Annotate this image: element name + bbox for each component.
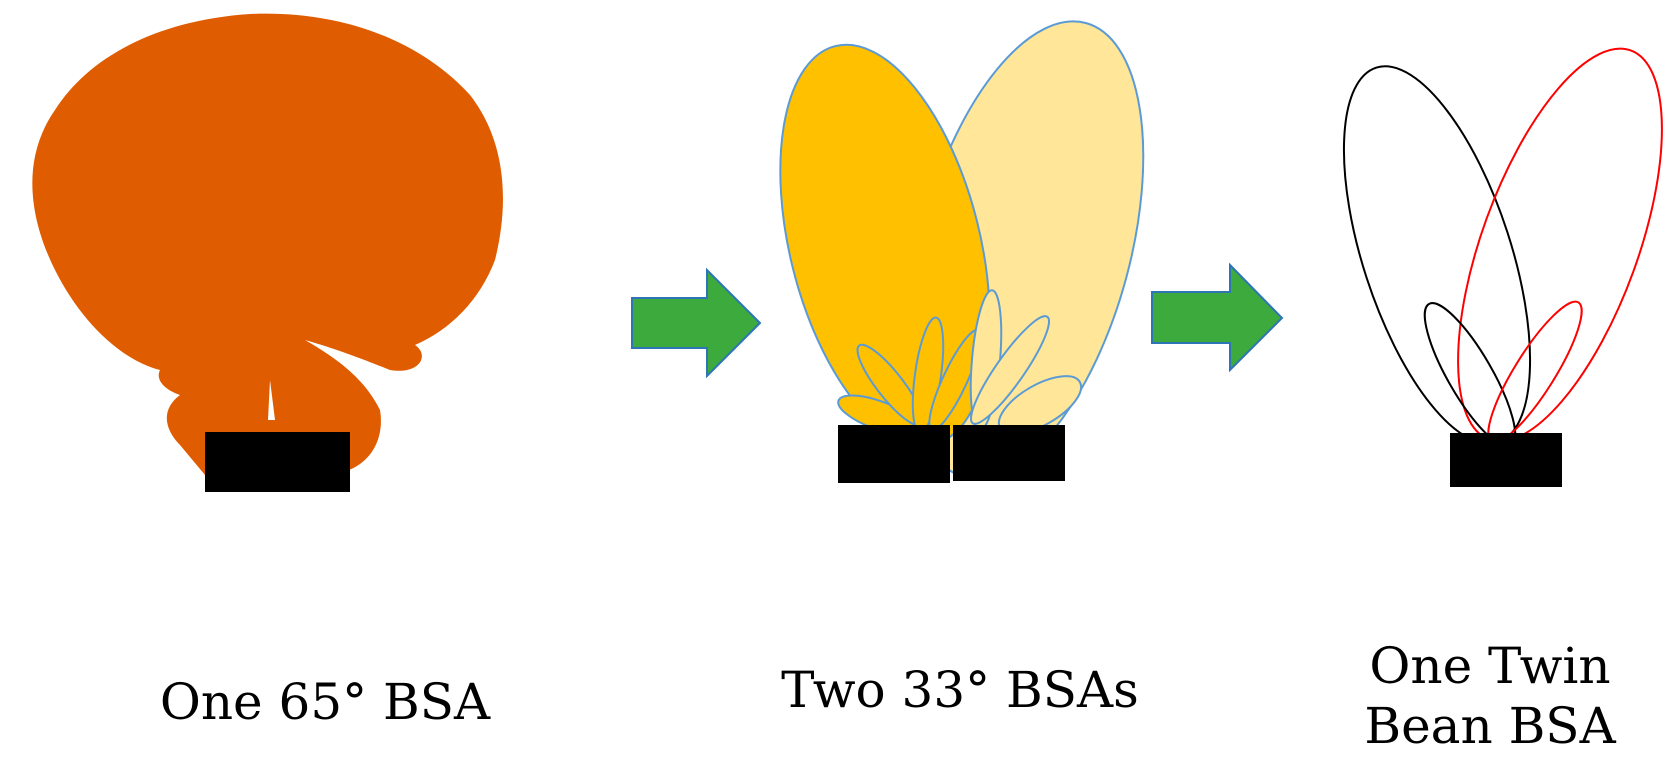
arrow-right-icon <box>1151 262 1284 373</box>
caption-line: One Twin <box>1369 637 1611 695</box>
antenna-block <box>205 432 350 492</box>
caption-one-twin-bean-bsa: One Twin Bean BSA <box>1320 636 1660 756</box>
antenna-block-left <box>838 425 950 483</box>
beam-outline-red <box>1457 47 1663 443</box>
caption-one-65-bsa: One 65° BSA <box>159 673 491 731</box>
caption-line: Bean BSA <box>1364 697 1616 755</box>
panel-single-65-bsa <box>32 13 503 492</box>
wide-radiation-pattern <box>32 13 503 483</box>
antenna-block <box>1450 433 1562 487</box>
panel-two-33-bsas <box>779 20 1145 483</box>
panel-twin-beam-bsa <box>1342 47 1663 487</box>
beam-outline-black <box>1342 65 1532 445</box>
side-lobe-notch <box>268 380 275 420</box>
antenna-block-right <box>953 425 1065 481</box>
caption-two-33-bsas: Two 33° BSAs <box>781 661 1139 719</box>
arrow-right-icon <box>631 267 762 379</box>
side-lobe <box>969 315 1051 425</box>
